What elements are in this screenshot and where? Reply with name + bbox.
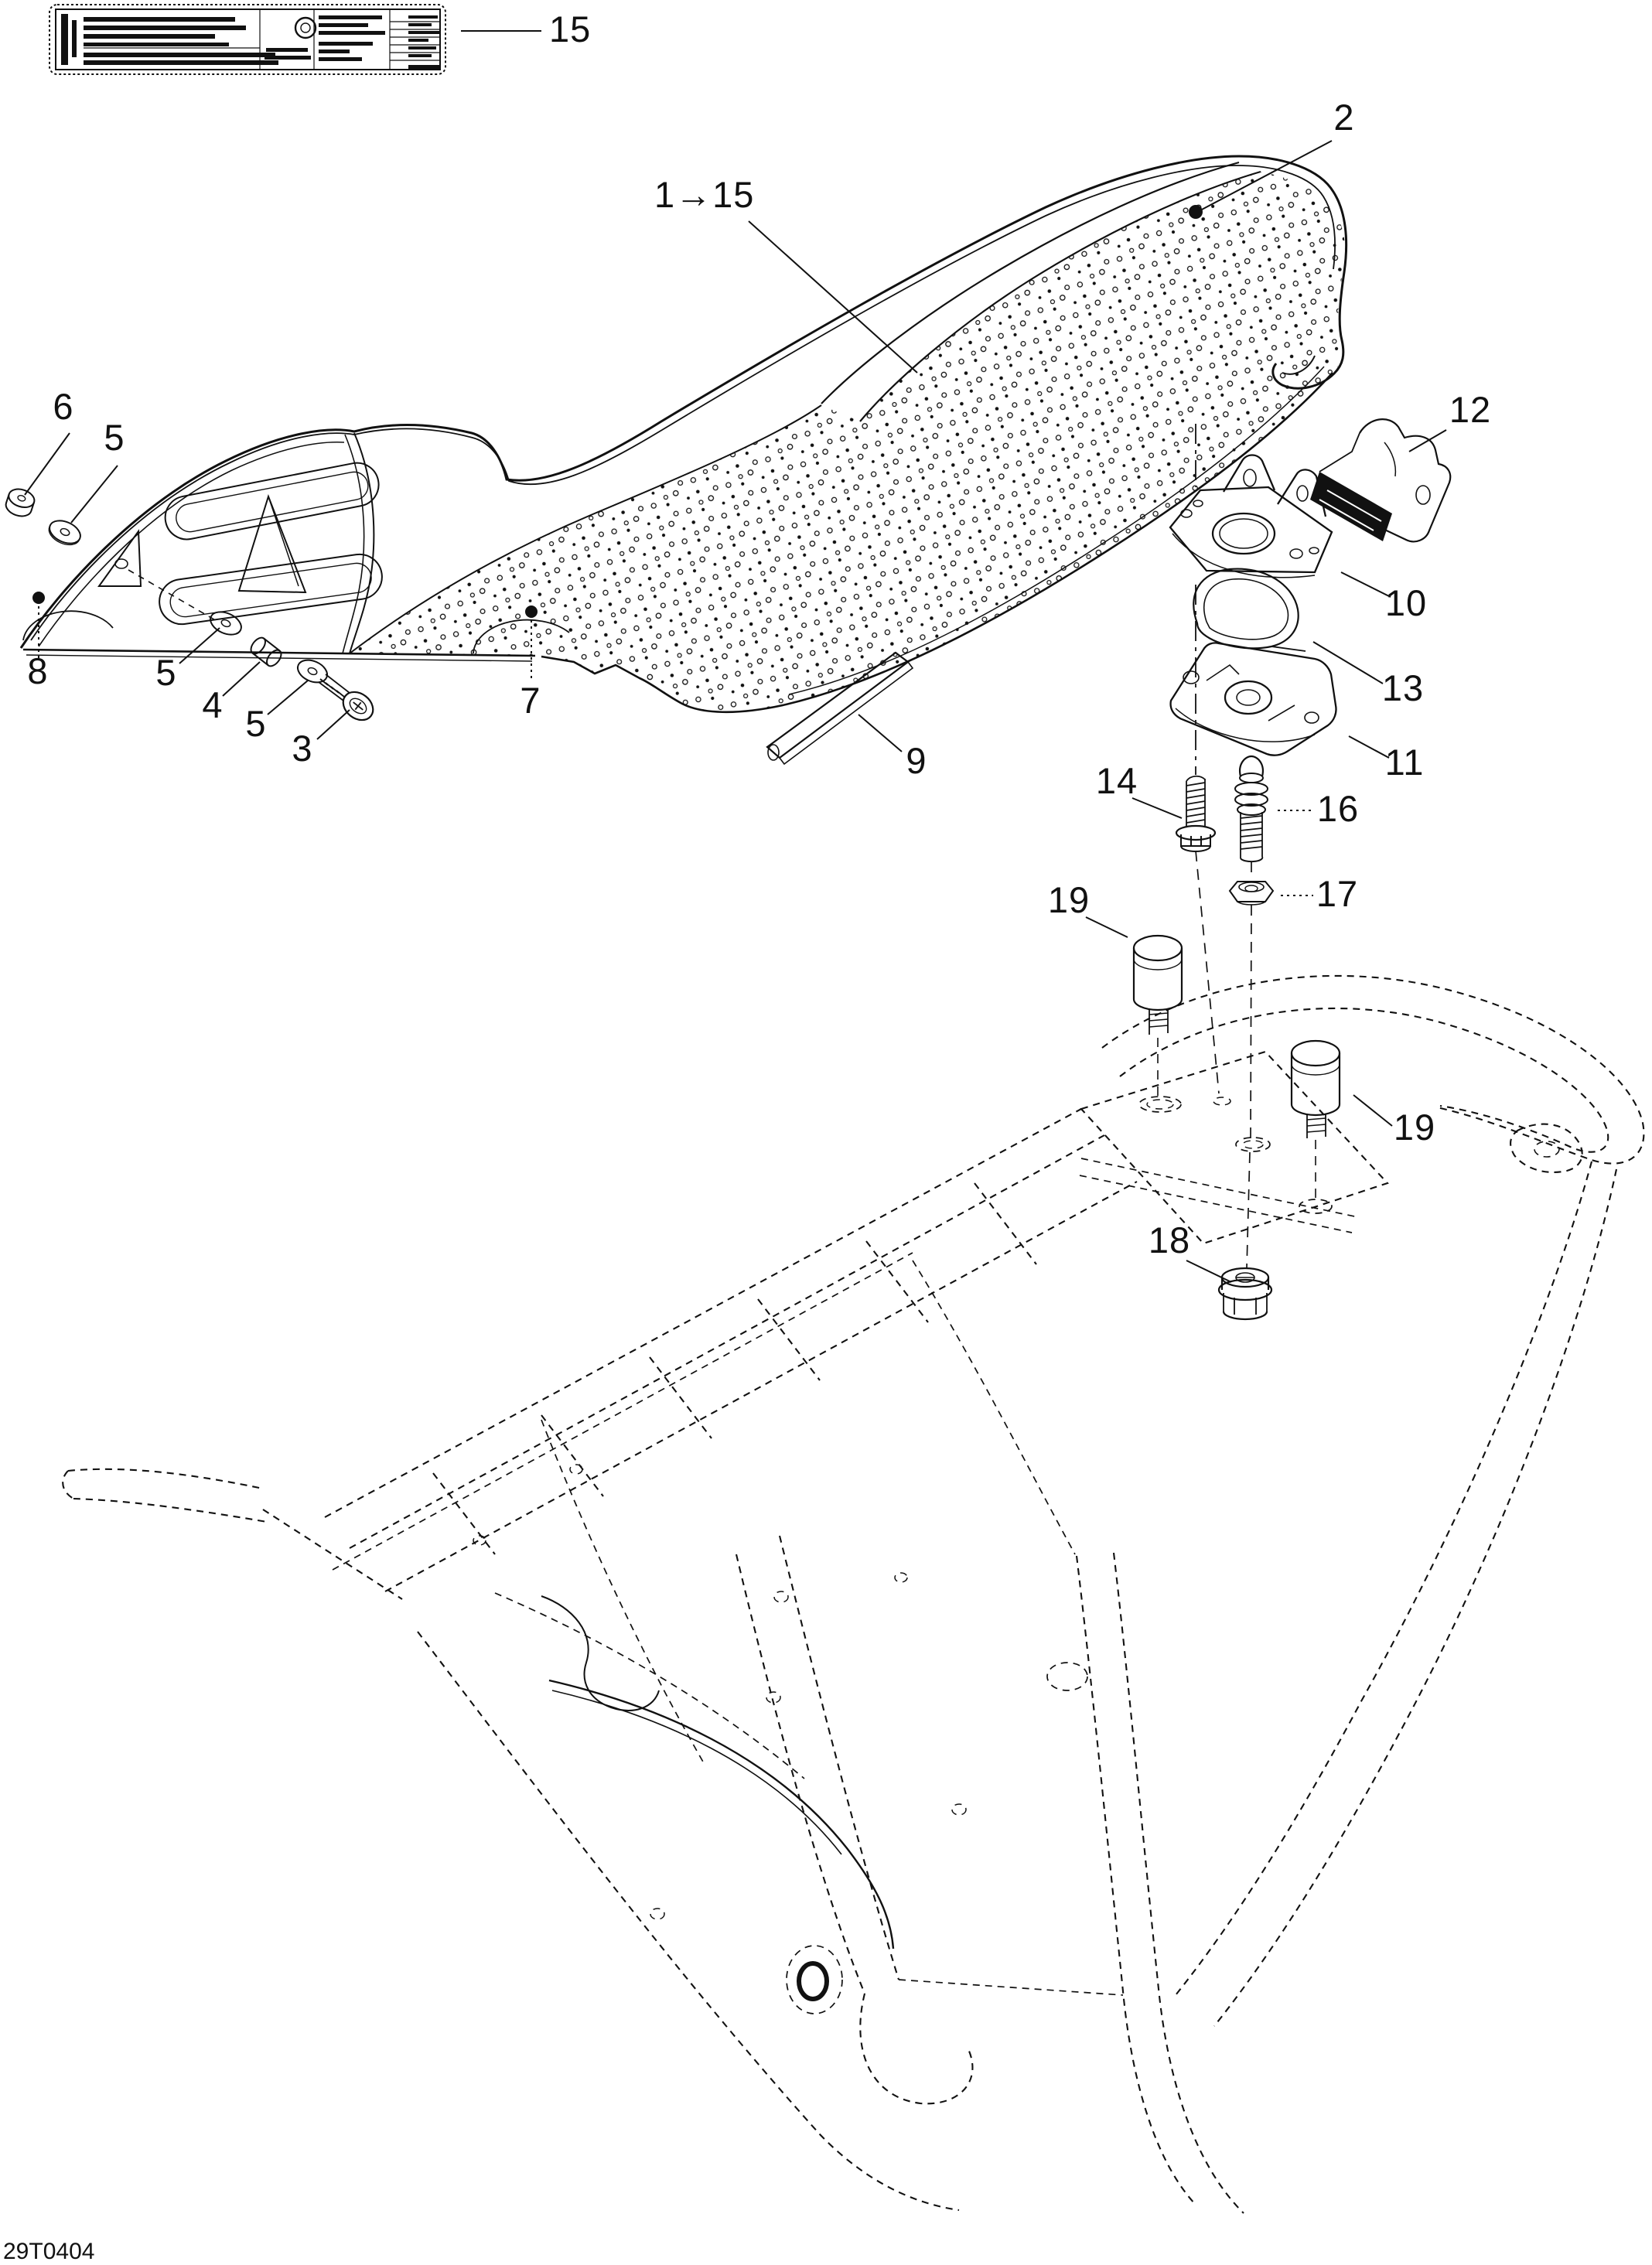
washer-5b — [210, 611, 242, 636]
leader-lines — [24, 30, 1447, 1283]
certification-label — [49, 4, 446, 75]
seat-cover-texture — [350, 172, 1345, 712]
latch-striker-12 — [1310, 418, 1452, 543]
washer-5a — [48, 520, 81, 546]
seat-groove-upper — [164, 462, 380, 541]
callout-19b: 19 — [1394, 1107, 1435, 1148]
stud-16 — [1234, 755, 1268, 863]
callout-12: 12 — [1449, 389, 1491, 430]
seat-pyramid-boss — [237, 493, 307, 594]
bolt-14 — [1175, 775, 1217, 852]
retainer-loop-13 — [1193, 568, 1306, 652]
strip-9 — [766, 651, 914, 766]
seat-mount-tab — [97, 529, 142, 587]
callout-11: 11 — [1385, 742, 1425, 783]
hardware-left — [5, 488, 374, 721]
seat-groove-lower — [159, 553, 383, 626]
latch-plate-11 — [1169, 642, 1337, 756]
bumper-19-right — [1290, 1039, 1341, 1200]
seat-assembly — [19, 155, 1348, 714]
callout-9: 9 — [906, 740, 927, 781]
frame-solid-details — [541, 1595, 895, 1949]
washer-5c — [296, 659, 329, 684]
callout-3: 3 — [292, 728, 312, 769]
cap-nut-6 — [5, 488, 36, 517]
seat-mount-plate — [1079, 1050, 1389, 1245]
nut-17 — [1228, 881, 1275, 906]
callout-8: 8 — [27, 650, 48, 691]
callout-7: 7 — [520, 680, 541, 721]
latch-hardware — [1169, 418, 1452, 1269]
screw-3 — [318, 674, 374, 721]
bumper-19-left — [1132, 934, 1183, 1098]
callout-dot-7 — [525, 605, 538, 618]
callout-5b: 5 — [155, 652, 176, 693]
callout-18: 18 — [1149, 1219, 1190, 1260]
callout-5c: 5 — [245, 703, 266, 744]
callout-dot-2 — [1189, 205, 1203, 219]
callout-dot-8 — [32, 592, 45, 604]
callout-19a: 19 — [1048, 879, 1090, 920]
callout-15: 15 — [549, 9, 591, 49]
label-grid-lines — [84, 9, 440, 70]
callout-10: 10 — [1385, 582, 1427, 623]
callout-4: 4 — [202, 684, 223, 725]
callout-13: 13 — [1382, 667, 1424, 708]
callout-labels: 15 1→15 2 6 5 8 5 4 5 3 7 9 12 10 13 11 … — [27, 9, 1491, 1260]
callout-17: 17 — [1316, 873, 1358, 914]
callout-2: 2 — [1333, 97, 1354, 138]
callout-5a: 5 — [104, 417, 125, 458]
drawing-code: 29T0404 — [3, 2239, 94, 2264]
flange-nut-18 — [1217, 1267, 1273, 1321]
label-text-bars — [84, 15, 439, 69]
rear-frame-rack — [62, 974, 1645, 2214]
bracket-plate-10 — [1169, 454, 1333, 578]
callout-6: 6 — [53, 386, 73, 427]
bumpers-and-nut — [1132, 934, 1341, 1321]
spacer-4 — [250, 636, 282, 667]
callout-16: 16 — [1317, 788, 1359, 829]
callout-14: 14 — [1096, 760, 1138, 801]
callout-1-15: 1→15 — [654, 174, 754, 215]
